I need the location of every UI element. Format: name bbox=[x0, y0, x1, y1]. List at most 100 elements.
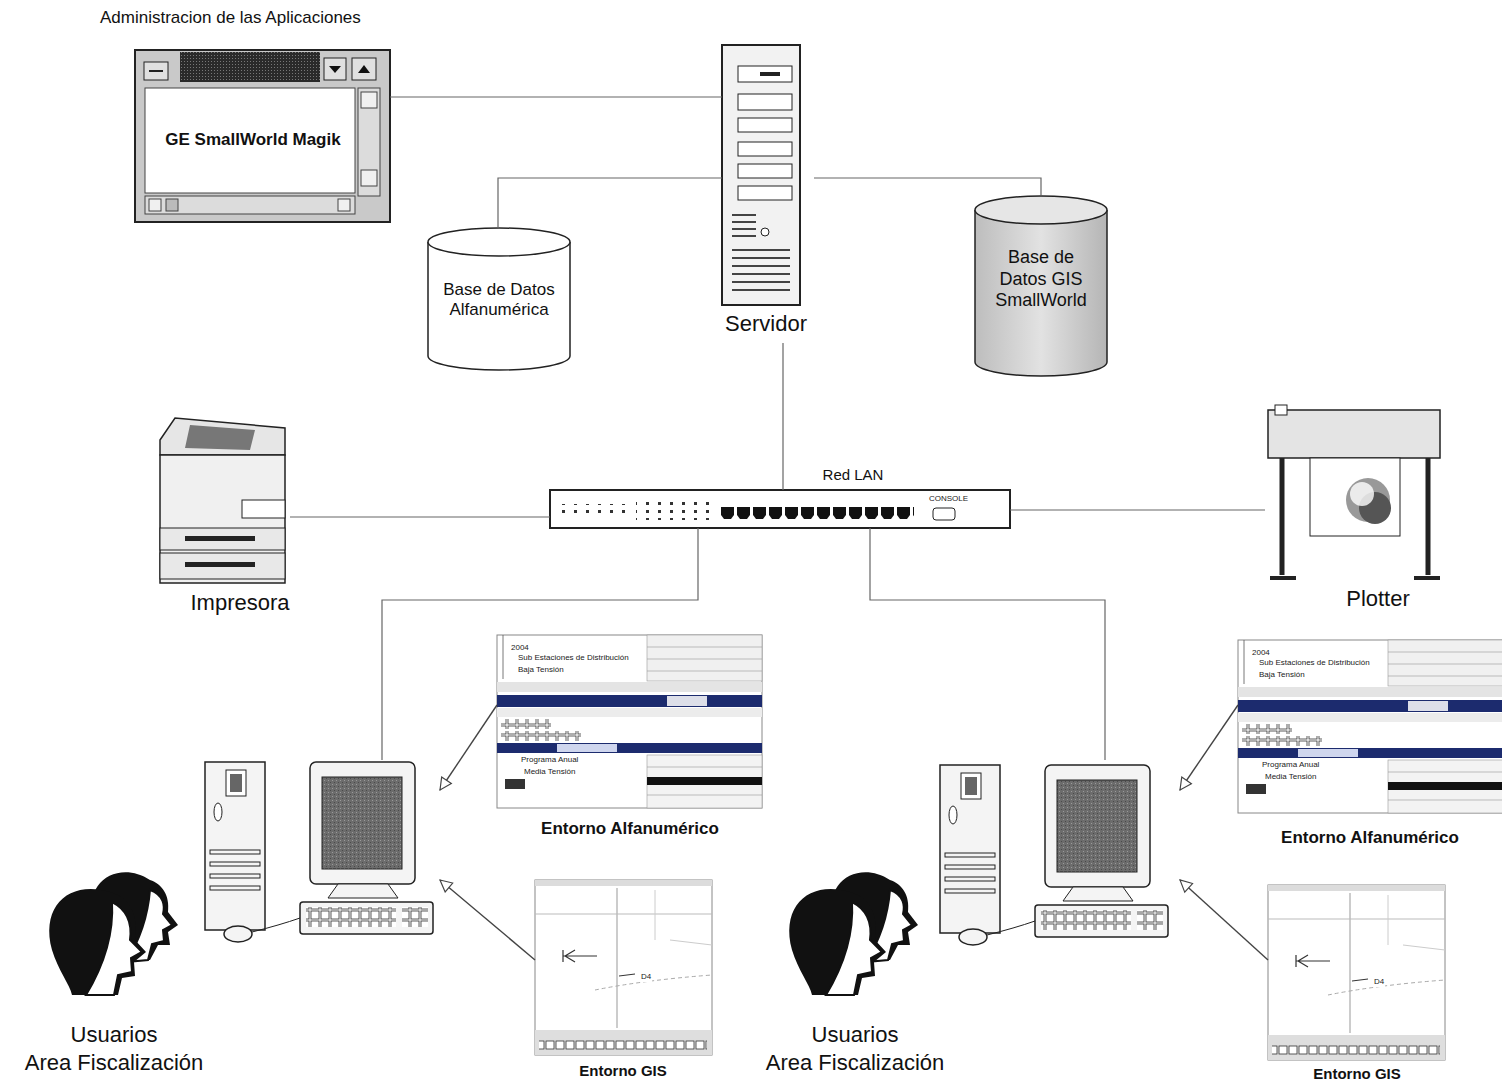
database-cylinder bbox=[428, 228, 570, 370]
alphanumeric-screenshot bbox=[497, 635, 762, 808]
plotter bbox=[1350, 482, 1374, 506]
application-window bbox=[361, 170, 377, 186]
printer: Impresora bbox=[155, 415, 290, 620]
node-label: GE SmallWorld Magik bbox=[150, 130, 356, 150]
network-switch bbox=[550, 490, 1010, 528]
application-window bbox=[149, 70, 163, 72]
node-label: Usuarios bbox=[740, 1022, 970, 1048]
server-tower bbox=[761, 228, 769, 236]
database-cylinder bbox=[975, 210, 1107, 376]
plotter bbox=[1268, 410, 1440, 458]
node-label: Entorno Alfanumérico bbox=[1250, 828, 1490, 848]
network-line bbox=[390, 96, 722, 97]
printer bbox=[160, 418, 285, 583]
database-cylinder bbox=[428, 228, 570, 256]
network-switch bbox=[560, 504, 630, 518]
plotter bbox=[1275, 405, 1287, 415]
server-tower bbox=[760, 72, 780, 76]
application-window bbox=[144, 62, 168, 80]
node-label: Administracion de las Aplicaciones bbox=[100, 8, 430, 28]
application-window bbox=[166, 199, 178, 211]
network-switch bbox=[550, 490, 1010, 528]
node-label: Area Fiscalización bbox=[740, 1050, 970, 1076]
application-window bbox=[145, 196, 355, 214]
screen-label: Sub Estaciones de Distribución bbox=[1258, 658, 1371, 668]
printer bbox=[160, 553, 285, 579]
server-tower bbox=[722, 45, 800, 305]
application-window bbox=[145, 88, 355, 193]
network-line bbox=[498, 178, 722, 228]
printer bbox=[185, 562, 255, 567]
application-window bbox=[180, 52, 320, 82]
network-line bbox=[290, 516, 550, 517]
screen-label: D4 bbox=[1373, 977, 1385, 987]
gis-screenshot bbox=[535, 880, 712, 1055]
screen-label: Programa Anual bbox=[520, 755, 579, 765]
printer bbox=[160, 528, 285, 550]
server-tower bbox=[738, 66, 792, 82]
database: Base de Datos GIS SmallWorld bbox=[975, 195, 1107, 375]
alphanumeric-screenshot bbox=[1238, 640, 1502, 813]
network-line bbox=[870, 528, 1105, 760]
printer bbox=[242, 500, 285, 518]
application-window: Administracion de las AplicacionesGE Sma… bbox=[135, 50, 390, 222]
application-window bbox=[135, 50, 390, 222]
screen-label: Baja Tensión bbox=[1258, 670, 1306, 680]
application-window bbox=[329, 66, 341, 73]
workstation: UsuariosArea Fiscalización bbox=[0, 760, 440, 1085]
server-tower bbox=[738, 94, 792, 110]
node-label: Impresora bbox=[170, 590, 310, 616]
application-window bbox=[324, 58, 346, 80]
gis-screenshot bbox=[1268, 885, 1445, 1060]
node-label: Base de Datos Alfanumérica bbox=[433, 280, 565, 321]
application-window bbox=[135, 50, 390, 222]
application-window bbox=[338, 199, 350, 211]
printer bbox=[185, 536, 255, 541]
workstation bbox=[940, 765, 1168, 945]
screenshot: Entorno GIS bbox=[535, 880, 712, 1083]
plotter bbox=[1268, 405, 1440, 578]
node-label: Servidor bbox=[701, 311, 831, 337]
database-cylinder bbox=[428, 242, 570, 370]
printer bbox=[185, 425, 255, 450]
users-icon bbox=[789, 872, 918, 995]
plotter: Plotter bbox=[1265, 400, 1445, 615]
database: Base de Datos Alfanumérica bbox=[428, 228, 570, 370]
application-window bbox=[361, 92, 377, 108]
server-tower bbox=[722, 45, 800, 305]
screenshot: Entorno GIS bbox=[1268, 885, 1445, 1085]
application-window bbox=[352, 58, 376, 80]
screen-label: 2004 bbox=[1251, 648, 1271, 658]
workstation bbox=[205, 762, 433, 942]
plotter bbox=[1310, 458, 1400, 536]
application-window bbox=[358, 65, 370, 73]
network-line bbox=[814, 178, 1041, 195]
workstation: UsuariosArea Fiscalización bbox=[745, 760, 1180, 1085]
server-tower bbox=[738, 142, 792, 156]
network-line bbox=[382, 528, 698, 760]
server-tower bbox=[732, 215, 790, 290]
database-cylinder bbox=[975, 196, 1107, 224]
printer bbox=[160, 418, 285, 455]
database-cylinder bbox=[975, 196, 1107, 376]
screen-label: Media Tensión bbox=[1264, 772, 1317, 782]
server-tower bbox=[738, 118, 792, 132]
plotter bbox=[1270, 576, 1440, 580]
screen-label: 2004 bbox=[510, 643, 530, 653]
node-label: Plotter bbox=[1313, 586, 1443, 612]
node-label: Entorno Alfanumérico bbox=[500, 819, 760, 839]
screen-label: Programa Anual bbox=[1261, 760, 1320, 770]
node-label: Usuarios bbox=[0, 1022, 229, 1048]
screen-label: D4 bbox=[640, 972, 652, 982]
network-switch bbox=[720, 506, 914, 520]
network-line bbox=[782, 343, 783, 490]
pointer-arrow bbox=[1180, 880, 1268, 960]
node-label: Base de Datos GIS SmallWorld bbox=[989, 247, 1093, 312]
network-switch bbox=[933, 508, 955, 520]
screen-label: CONSOLE bbox=[928, 494, 969, 504]
printer bbox=[160, 455, 285, 583]
node-label: Area Fiscalización bbox=[0, 1050, 229, 1076]
